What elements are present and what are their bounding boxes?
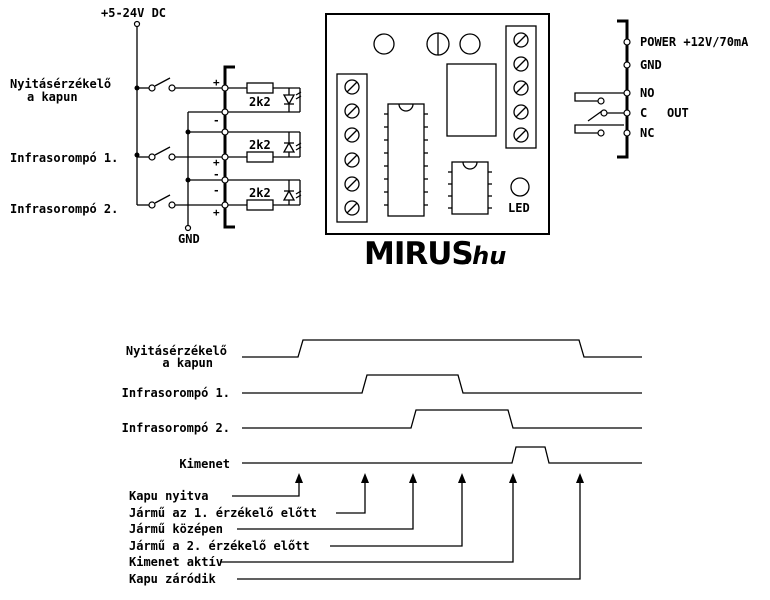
output-no-label: NO bbox=[640, 86, 654, 100]
board-led bbox=[510, 177, 530, 197]
input-1-label-2: a kapun bbox=[27, 90, 78, 104]
switch-1 bbox=[137, 77, 223, 92]
ground-label: GND bbox=[178, 232, 200, 246]
event-6: Kapu záródik bbox=[129, 572, 216, 586]
event-arrow-1 bbox=[232, 473, 303, 497]
brand-suffix: .hu bbox=[463, 242, 506, 270]
minus-mark-1: - bbox=[213, 114, 220, 127]
output-c-label: C bbox=[640, 106, 647, 120]
brand-name: MIRUS bbox=[364, 236, 473, 272]
timing-label-2: Infrasorompó 1. bbox=[122, 386, 230, 400]
timing-label-4: Kimenet bbox=[179, 457, 230, 471]
plus-mark-3: + bbox=[213, 206, 220, 219]
event-4: Jármű a 2. érzékelő előtt bbox=[129, 539, 310, 553]
supply-label: +5-24V DC bbox=[101, 6, 166, 20]
board-terminal-strip-left bbox=[336, 73, 368, 223]
plus-mark-2: + bbox=[213, 156, 220, 169]
event-1: Kapu nyitva bbox=[129, 489, 208, 503]
waveform-barrier-1 bbox=[242, 374, 642, 394]
brand-logo: MIRUS .hu bbox=[364, 236, 506, 272]
event-arrow-6 bbox=[237, 473, 584, 580]
waveform-output bbox=[242, 446, 642, 464]
waveform-open-sensor bbox=[242, 339, 642, 358]
input-3-label: Infrasorompó 2. bbox=[10, 202, 118, 216]
minus-mark-2: - bbox=[213, 168, 220, 181]
led-channel-2: 2k2 bbox=[228, 131, 302, 163]
switch-3 bbox=[137, 194, 223, 209]
output-nc-label: NC bbox=[640, 126, 654, 140]
small-ic bbox=[448, 161, 492, 215]
timing-label-3: Infrasorompó 2. bbox=[122, 421, 230, 435]
waveform-barrier-2 bbox=[242, 409, 642, 429]
output-terminals: POWER +12V/70mA GND NO C OUT NC bbox=[574, 19, 749, 159]
resistor-1-label: 2k2 bbox=[249, 95, 271, 109]
plus-mark-1: + bbox=[213, 76, 220, 89]
board-led-label: LED bbox=[508, 201, 530, 215]
event-arrow-4 bbox=[330, 473, 466, 547]
timing-label-1b: a kapun bbox=[162, 356, 213, 370]
large-ic bbox=[384, 103, 428, 217]
switch-2 bbox=[137, 146, 223, 161]
event-3: Jármű középen bbox=[129, 522, 223, 536]
input-wiring: +5-24V DC Nyitásérzékelő a kapun Infraso… bbox=[10, 6, 302, 246]
minus-mark-3: - bbox=[213, 184, 220, 197]
event-5: Kimenet aktív bbox=[129, 555, 223, 569]
input-1-label: Nyitásérzékelő bbox=[10, 77, 111, 91]
led-channel-3: 2k2 bbox=[228, 179, 302, 211]
output-power-label: POWER +12V/70mA bbox=[640, 35, 749, 49]
led-channel-1: 2k2 bbox=[228, 82, 302, 113]
event-arrow-2 bbox=[336, 473, 369, 514]
timing-diagram: Nyitásérzékelő a kapun Infrasorompó 1. I… bbox=[122, 339, 642, 586]
output-gnd-label: GND bbox=[640, 58, 662, 72]
event-arrow-3 bbox=[237, 473, 417, 530]
output-out-label: OUT bbox=[667, 106, 689, 120]
event-2: Jármű az 1. érzékelő előtt bbox=[129, 506, 317, 520]
resistor-2-label: 2k2 bbox=[249, 138, 271, 152]
event-arrow-5 bbox=[220, 473, 517, 563]
relay-contact bbox=[574, 92, 624, 137]
board-terminal-strip-right bbox=[505, 25, 537, 149]
timing-label-1: Nyitásérzékelő bbox=[126, 344, 227, 358]
input-2-label: Infrasorompó 1. bbox=[10, 151, 118, 165]
resistor-3-label: 2k2 bbox=[249, 186, 271, 200]
module-board: LED bbox=[325, 13, 550, 235]
